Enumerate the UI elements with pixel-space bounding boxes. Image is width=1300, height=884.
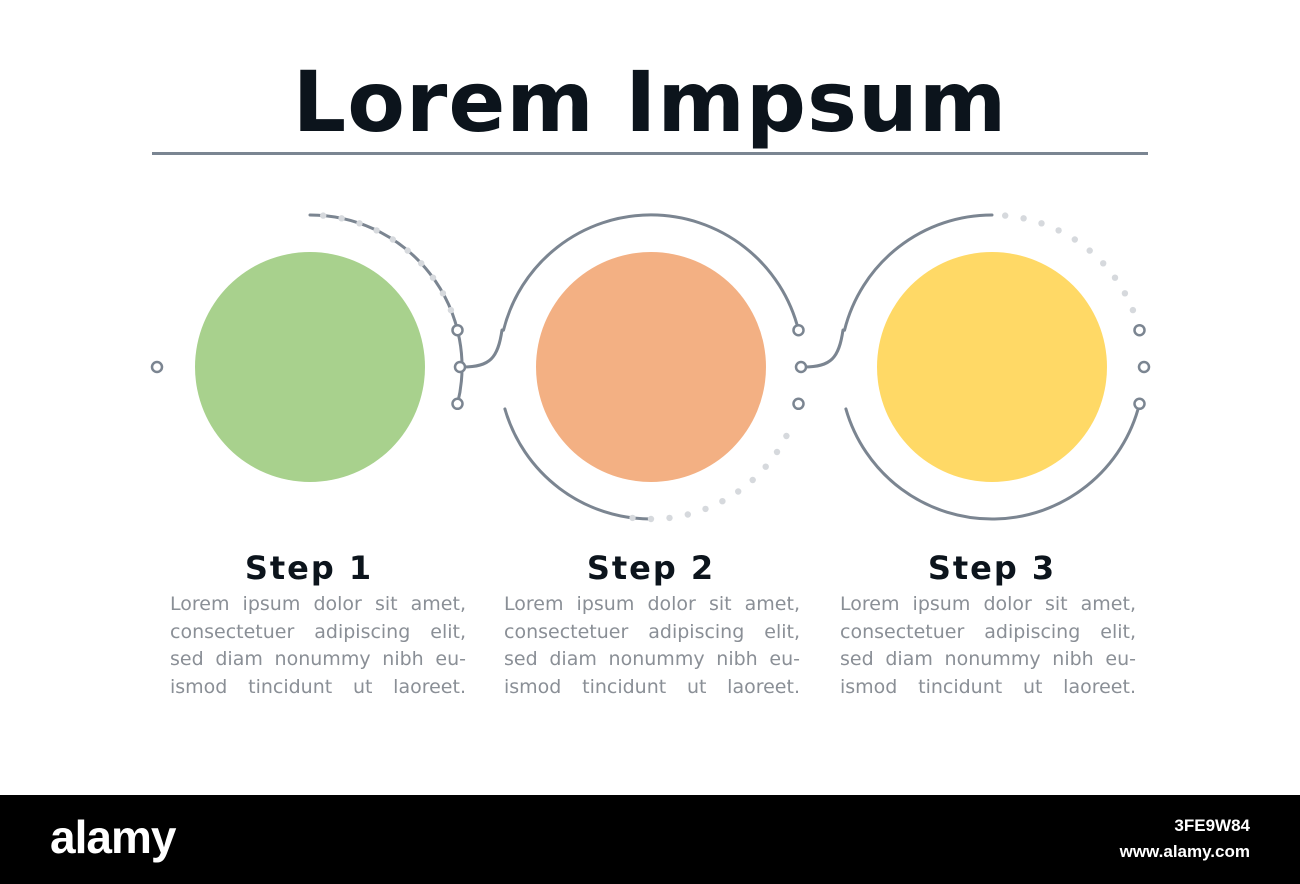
ring-3-bottom-arc bbox=[844, 402, 1141, 521]
ring-1-dot bbox=[338, 215, 345, 222]
ring-3-dot bbox=[1129, 306, 1137, 314]
step-3-circle bbox=[877, 252, 1107, 482]
ring-2-dot bbox=[629, 514, 636, 522]
step-1-title: Step 1 bbox=[244, 549, 374, 587]
ring-3-dot bbox=[1038, 220, 1045, 227]
page-title: Lorem Impsum bbox=[292, 53, 1008, 151]
ring-3-dot bbox=[1055, 227, 1062, 234]
ring-3-node bbox=[1137, 360, 1151, 374]
connector-1-2 bbox=[461, 328, 504, 369]
ring-1-left-node bbox=[150, 360, 164, 374]
ring-1-dot bbox=[356, 220, 363, 227]
ring-2-dot bbox=[773, 448, 781, 456]
ring-2-dot bbox=[666, 514, 673, 522]
ring-3-node bbox=[1133, 397, 1146, 411]
ring-2-node bbox=[792, 397, 805, 411]
ring-3-dot bbox=[1020, 215, 1027, 222]
ring-2-top-arc bbox=[502, 213, 800, 332]
brand-logo: alamy bbox=[50, 811, 176, 863]
footer-bar: alamy 3FE9W84 www.alamy.com bbox=[0, 795, 1300, 884]
step-1-circle bbox=[195, 252, 425, 482]
step-2-description: Lorem ipsum dolor sit amet, consectetuer… bbox=[504, 593, 800, 698]
ring-1-dot bbox=[429, 274, 437, 281]
ring-2-dot bbox=[684, 511, 691, 518]
ring-2-dot bbox=[702, 505, 709, 513]
step-3-title: Step 3 bbox=[927, 549, 1057, 587]
connector-2-3 bbox=[802, 328, 845, 369]
ring-1-dot bbox=[373, 227, 380, 234]
ring-3-dot bbox=[1086, 247, 1093, 254]
ring-3-node bbox=[1133, 323, 1146, 337]
ring-2-dot bbox=[647, 515, 655, 523]
connector-2-node bbox=[794, 360, 808, 374]
step-2-title: Step 2 bbox=[586, 549, 716, 587]
step-3-description: Lorem ipsum dolor sit amet, consectetuer… bbox=[840, 593, 1136, 698]
ring-3-dot bbox=[1071, 236, 1079, 243]
ring-3-dot bbox=[1100, 260, 1107, 267]
site-url: www.alamy.com bbox=[1119, 842, 1250, 861]
ring-1-dot bbox=[447, 306, 455, 314]
ring-2-dot bbox=[735, 488, 742, 495]
connector-1-node bbox=[453, 360, 467, 374]
ring-1-node bbox=[451, 397, 464, 411]
ring-3-dot bbox=[1111, 274, 1119, 281]
ring-3-top-arc bbox=[843, 213, 994, 332]
ring-1-dot bbox=[389, 236, 396, 243]
title-divider bbox=[152, 152, 1148, 155]
ring-2-node bbox=[792, 323, 805, 337]
ring-2-dot bbox=[762, 463, 769, 470]
ring-2-dot bbox=[749, 476, 756, 484]
ring-2-dot bbox=[719, 498, 726, 505]
image-id: 3FE9W84 bbox=[1174, 816, 1250, 835]
step-1-description: Lorem ipsum dolor sit amet, consectetuer… bbox=[170, 593, 466, 698]
ring-3-dot bbox=[1121, 290, 1129, 297]
ring-1-dot bbox=[320, 212, 327, 219]
ring-2-bottom-arc bbox=[503, 407, 653, 521]
ring-1-node bbox=[451, 323, 464, 337]
ring-1-dot bbox=[404, 247, 411, 254]
ring-2-dot bbox=[783, 432, 790, 440]
ring-1-dot bbox=[439, 290, 447, 297]
step-2-circle bbox=[536, 252, 766, 482]
ring-3-dot bbox=[1002, 212, 1009, 219]
ring-1-dot bbox=[418, 260, 425, 267]
